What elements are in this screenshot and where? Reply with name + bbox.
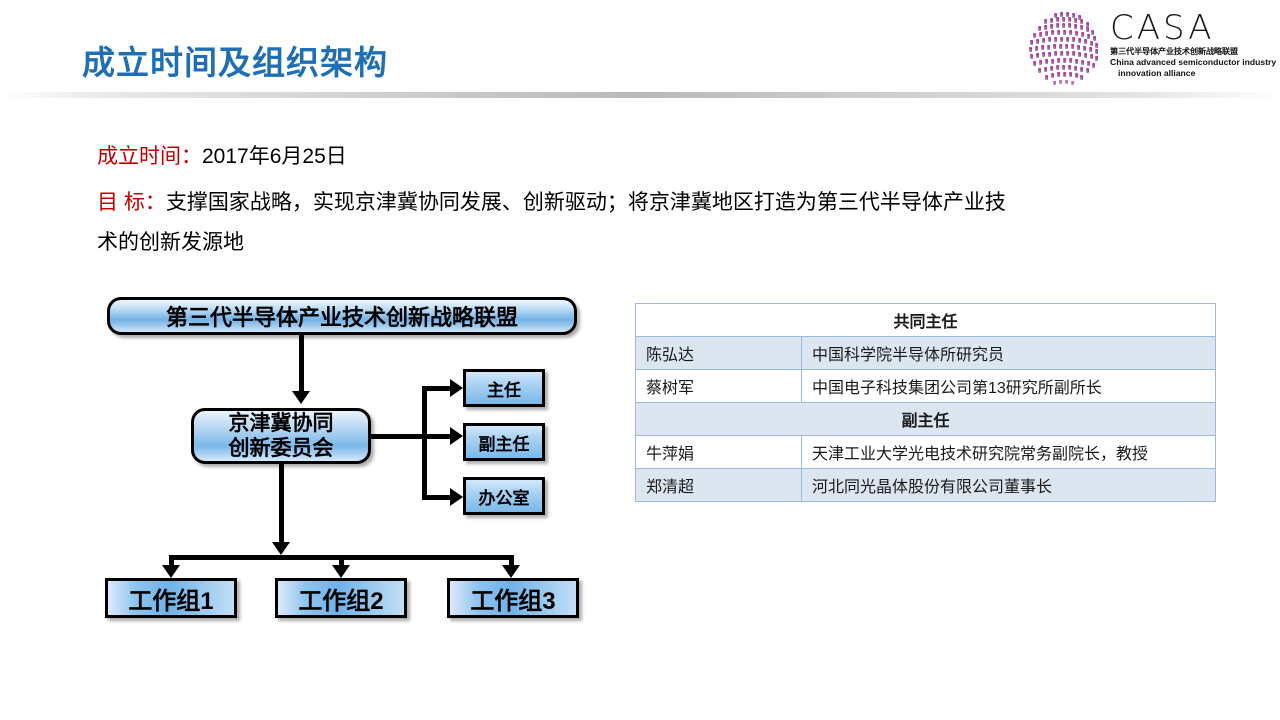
connector-bus-to-vice-director xyxy=(422,434,455,439)
leadership-table: 共同主任 陈弘达 中国科学院半导体所研究员 蔡树军 中国电子科技集团公司第13研… xyxy=(635,303,1216,502)
arrowhead-alliance-to-committee xyxy=(292,391,310,404)
arrowhead-office xyxy=(450,488,463,506)
connector-bus-to-director xyxy=(422,386,455,391)
connector-wg2-drop xyxy=(339,555,344,567)
table-row: 蔡树军 中国电子科技集团公司第13研究所副所长 xyxy=(635,369,1216,403)
cell-name: 蔡树军 xyxy=(635,369,802,403)
section-header-co-director: 共同主任 xyxy=(635,303,1216,337)
page-title: 成立时间及组织架构 xyxy=(82,44,388,81)
cell-title: 天津工业大学光电技术研究院常务副院长，教授 xyxy=(801,435,1216,469)
logo-text-block: CASA 第三代半导体产业技术创新战略联盟 China advanced sem… xyxy=(1110,8,1277,79)
casa-logo: CASA 第三代半导体产业技术创新战略联盟 China advanced sem… xyxy=(1014,4,1277,92)
founded-value: 2017年6月25日 xyxy=(202,145,347,168)
node-committee[interactable]: 京津冀协同 创新委员会 xyxy=(191,408,371,464)
organization-chart: 第三代半导体产业技术创新战略联盟 京津冀协同 创新委员会 主任 副主任 办公室 … xyxy=(90,290,610,640)
cell-title: 河北同光晶体股份有限公司董事长 xyxy=(801,468,1216,502)
goal-label: 目 标： xyxy=(97,191,166,214)
arrowhead-vice-director xyxy=(450,427,463,445)
connector-right-bus-vertical xyxy=(422,386,427,500)
connector-alliance-to-committee xyxy=(299,335,304,393)
arrowhead-committee-down xyxy=(272,542,290,555)
logo-cn-subtitle: 第三代半导体产业技术创新战略联盟 xyxy=(1110,47,1238,56)
logo-en-subtitle-line2: innovation alliance xyxy=(1118,68,1196,78)
arrowhead-director xyxy=(450,379,463,397)
cell-title: 中国科学院半导体所研究员 xyxy=(801,336,1216,370)
table-row: 牛萍娟 天津工业大学光电技术研究院常务副院长，教授 xyxy=(635,435,1216,469)
connector-wg3-drop xyxy=(509,555,514,567)
table-section-row: 副主任 xyxy=(635,402,1216,436)
arrowhead-wg1 xyxy=(162,565,180,578)
cell-title: 中国电子科技集团公司第13研究所副所长 xyxy=(801,369,1216,403)
arrowhead-wg3 xyxy=(502,565,520,578)
table-row: 郑清超 河北同光晶体股份有限公司董事长 xyxy=(635,468,1216,502)
cell-name: 郑清超 xyxy=(635,468,802,502)
node-committee-line1: 京津冀协同 xyxy=(228,412,334,435)
table-row: 陈弘达 中国科学院半导体所研究员 xyxy=(635,336,1216,370)
node-office[interactable]: 办公室 xyxy=(463,477,545,515)
node-committee-line2: 创新委员会 xyxy=(228,437,334,460)
logo-wordmark: CASA xyxy=(1110,8,1215,48)
founded-label: 成立时间： xyxy=(97,145,202,168)
connector-wg1-drop xyxy=(169,555,174,567)
logo-en-subtitle-line1: China advanced semiconductor industry xyxy=(1110,57,1277,67)
section-header-vice-director: 副主任 xyxy=(635,402,1216,436)
founded-line: 成立时间：2017年6月25日 xyxy=(97,142,347,172)
connector-bus-to-office xyxy=(422,495,455,500)
node-workgroup-1[interactable]: 工作组1 xyxy=(105,578,237,618)
casa-sphere-icon xyxy=(1029,12,1098,85)
node-alliance[interactable]: 第三代半导体产业技术创新战略联盟 xyxy=(107,297,577,335)
node-workgroup-2[interactable]: 工作组2 xyxy=(275,578,407,618)
connector-committee-to-workgroups xyxy=(279,464,284,546)
table-section-row: 共同主任 xyxy=(635,303,1216,337)
cell-name: 陈弘达 xyxy=(635,336,802,370)
node-workgroup-3[interactable]: 工作组3 xyxy=(447,578,579,618)
header-divider xyxy=(0,92,1280,98)
arrowhead-wg2 xyxy=(332,565,350,578)
cell-name: 牛萍娟 xyxy=(635,435,802,469)
node-director[interactable]: 主任 xyxy=(463,369,545,407)
goal-line-continued: 术的创新发源地 xyxy=(97,231,244,254)
connector-committee-to-bus xyxy=(371,434,427,439)
goal-line: 目 标：支撑国家战略，实现京津冀协同发展、创新驱动；将京津冀地区打造为第三代半导… xyxy=(97,188,1006,218)
goal-value-line1: 支撑国家战略，实现京津冀协同发展、创新驱动；将京津冀地区打造为第三代半导体产业技 xyxy=(165,191,1006,214)
node-vice-director[interactable]: 副主任 xyxy=(463,423,545,461)
